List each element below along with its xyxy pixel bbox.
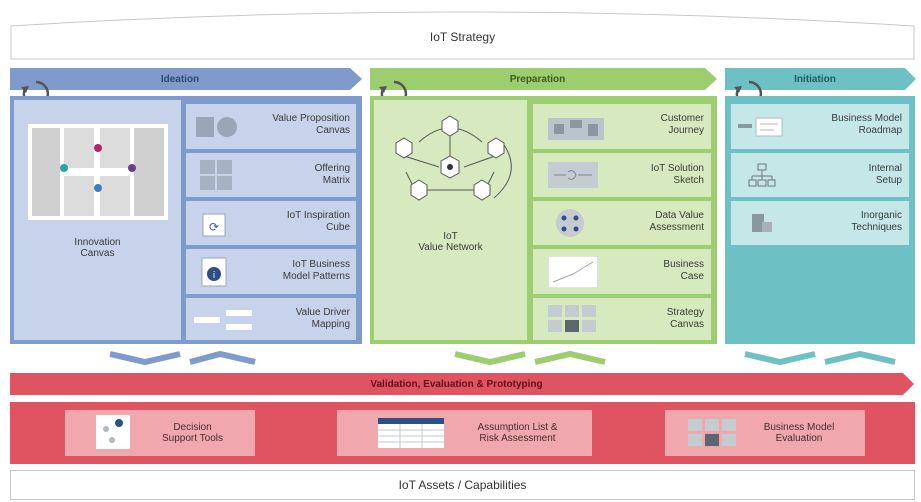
internal-setup-label: Internal Setup xyxy=(868,163,902,186)
assumption-list-label: Assumption List & Risk Assessment xyxy=(477,422,558,444)
iot-value-network-label: IoT Value Network xyxy=(418,231,483,253)
iot-solution-sketch-icon xyxy=(548,162,598,188)
value-proposition-canvas-label: Value Proposition Canvas xyxy=(272,113,350,136)
decision-support-tools-label: Decision Support Tools xyxy=(162,422,223,444)
iot-business-model-patterns-label: IoT Business Model Patterns xyxy=(282,259,350,282)
roadmap-icon xyxy=(738,117,783,137)
validation-title: Validation, Evaluation & Prototyping xyxy=(370,378,543,390)
preparation-title: Preparation xyxy=(509,73,566,85)
value-proposition-icon xyxy=(196,117,237,137)
ideation-title: Ideation xyxy=(160,73,200,85)
org-chart-icon xyxy=(748,163,776,187)
inorganic-techniques-icon xyxy=(752,214,772,232)
iot-assets-bar: IoT Assets / Capabilities xyxy=(10,470,915,500)
data-value-assessment-label: Data Value Assessment xyxy=(649,210,704,233)
innovation-canvas-label: Innovation Canvas xyxy=(74,237,121,259)
inorganic-techniques-label: Inorganic Techniques xyxy=(851,210,902,233)
business-case-icon xyxy=(548,256,598,288)
business-model-evaluation-label: Business Model Evaluation xyxy=(763,422,835,444)
decision-support-icon xyxy=(96,415,130,449)
svg-text:⟳: ⟳ xyxy=(209,220,219,234)
business-case-label: Business Case xyxy=(663,259,704,282)
validation-arrow xyxy=(10,373,914,395)
assumption-list-icon xyxy=(378,418,444,448)
value-network-illustration xyxy=(395,115,512,201)
inspiration-cube-icon: ⟳ xyxy=(202,213,226,237)
data-value-assessment-icon xyxy=(556,209,584,237)
strategy-canvas-label: Strategy Canvas xyxy=(666,307,704,330)
iot-inspiration-cube-label: IoT Inspiration Cube xyxy=(286,210,350,233)
initiation-title: Initiation xyxy=(794,73,836,85)
iot-strategy-roof xyxy=(10,11,915,60)
offering-matrix-label: Offering Matrix xyxy=(314,163,350,186)
value-driver-mapping-label: Value Driver Mapping xyxy=(295,307,350,330)
svg-text:i: i xyxy=(213,271,216,281)
business-model-patterns-icon: i xyxy=(201,257,227,287)
strategy-canvas-card[interactable] xyxy=(533,298,711,340)
customer-journey-icon xyxy=(548,118,604,140)
innovation-canvas-illustration xyxy=(28,124,168,220)
internal-setup-card[interactable] xyxy=(731,153,909,197)
iot-strategy-title: IoT Strategy xyxy=(429,30,496,44)
offering-matrix-icon xyxy=(200,160,232,190)
customer-journey-label: Customer Journey xyxy=(660,113,704,136)
phase-arrows xyxy=(10,68,916,90)
business-model-evaluation-card[interactable] xyxy=(665,410,865,456)
iot-solution-sketch-label: IoT Solution Sketch xyxy=(650,163,704,186)
value-proposition-canvas-card[interactable] xyxy=(186,104,356,149)
flow-chevrons xyxy=(109,350,896,366)
business-model-evaluation-icon xyxy=(688,419,736,446)
strategy-canvas-icon xyxy=(548,305,596,332)
business-model-roadmap-label: Business Model Roadmap xyxy=(831,113,902,136)
value-driver-mapping-icon xyxy=(194,310,252,330)
